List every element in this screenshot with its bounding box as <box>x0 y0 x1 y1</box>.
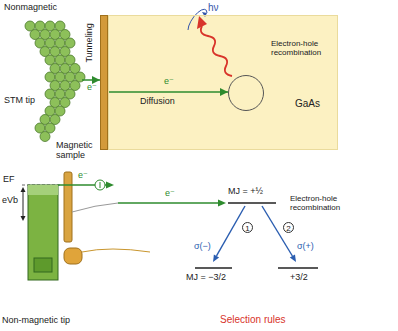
stm-tip: STM tip <box>22 22 82 140</box>
text-label: Non-magnetic tip <box>2 316 70 326</box>
magnetic-sample: Magnetic sample <box>100 15 108 150</box>
transition-arrowhead <box>290 254 296 262</box>
text-label: e⁻ <box>78 171 88 181</box>
edge-label: e⁻ <box>87 83 97 93</box>
text-label: Tunneling <box>85 15 95 71</box>
recombination-circle: Electron-hole recombination <box>228 75 264 111</box>
bias-arrow <box>23 191 24 216</box>
bias-arrowhead <box>21 187 26 192</box>
callout-number: 1 <box>242 222 253 233</box>
text-label: EF <box>3 175 15 185</box>
text-label: eVb <box>2 196 18 206</box>
text-label: hν <box>208 2 219 13</box>
node-label: STM tip <box>4 96 35 106</box>
polarization-rotation <box>188 9 207 30</box>
valence-band <box>82 249 150 252</box>
text-label: σ(+) <box>297 242 314 252</box>
tip-band-box <box>28 185 58 280</box>
electron-arrow <box>82 79 100 81</box>
text-label: MJ = +½ <box>228 187 263 197</box>
spin-symbol <box>95 180 105 190</box>
node-label: GaAs <box>295 98 320 109</box>
electron-arrowhead <box>218 200 226 207</box>
gaas-region-fill <box>108 15 338 150</box>
photon-wave <box>201 26 232 76</box>
transition-arrowhead <box>213 254 219 262</box>
text-label: +3/2 <box>290 273 308 283</box>
callout-number: 2 <box>283 222 294 233</box>
text-label: e⁻ <box>165 189 175 199</box>
node-label: Magnetic sample <box>56 141 98 161</box>
conduction-band <box>72 203 118 212</box>
tip-spheres <box>25 21 85 142</box>
gaas-region: GaAs Electron-hole recombination <box>108 15 338 150</box>
text-label: Selection rules <box>220 314 286 325</box>
valence-band-hump <box>64 248 82 264</box>
energy-level <box>278 267 318 269</box>
transition-arrow <box>217 206 246 256</box>
electron-arrow <box>118 202 220 204</box>
node-label: Electron-hole recombination <box>271 40 351 58</box>
tunnel-barrier <box>64 172 72 242</box>
edge-label: e⁻ <box>164 77 174 87</box>
text-label: Diffusion <box>140 97 175 107</box>
text-label: Nonmagnetic <box>4 3 57 13</box>
spin-arrow <box>100 182 101 188</box>
bias-arrowhead <box>21 216 26 221</box>
electron-arrow <box>108 91 228 93</box>
energy-level <box>228 202 276 204</box>
tip-atom <box>40 132 50 142</box>
energy-level <box>195 267 232 269</box>
text-label: σ(−) <box>194 242 211 252</box>
tip-band-top <box>28 185 58 195</box>
tip-band-inner <box>34 258 52 272</box>
tunneling-arrowhead <box>106 182 114 189</box>
photon-arrowhead <box>197 16 207 29</box>
text-label: MJ = −3/2 <box>186 273 226 283</box>
text-label: Electron-hole recombination <box>290 195 382 213</box>
